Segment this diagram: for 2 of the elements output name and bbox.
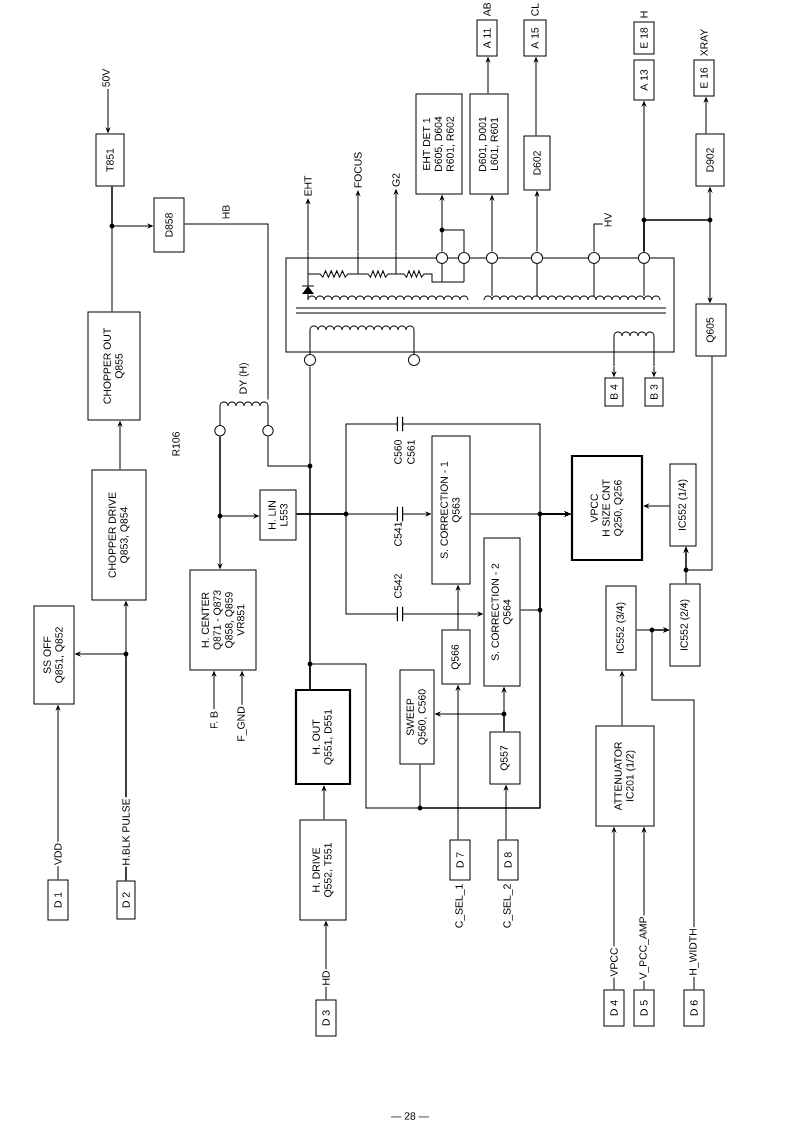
transformer-drawing (285, 251, 675, 367)
coil-symbol (214, 401, 274, 437)
